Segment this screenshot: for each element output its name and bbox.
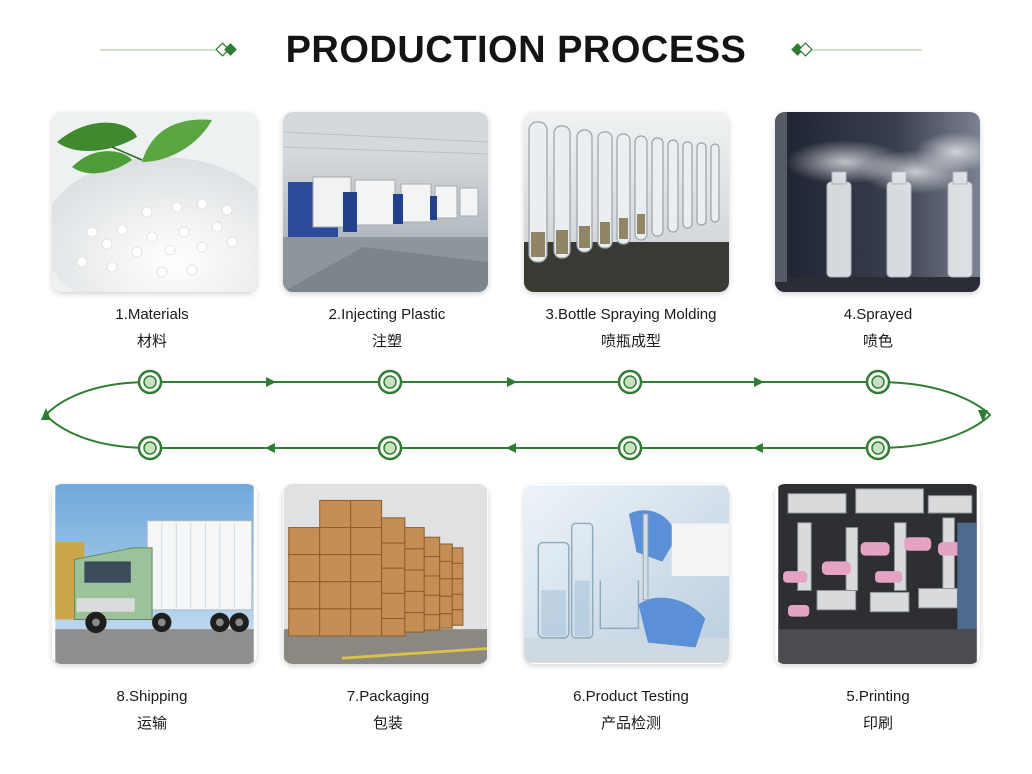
- step-3-name: 3.Bottle Spraying Molding: [545, 306, 717, 323]
- step-6-name: 6.Product Testing: [573, 688, 689, 705]
- step-8-node: [137, 435, 163, 461]
- header: PRODUCTION PROCESS: [0, 24, 1032, 76]
- injecting-plastic-photo: [283, 112, 488, 292]
- step-8-chinese-name: 运输: [136, 714, 167, 732]
- step-4-name: 4.Sprayed: [843, 306, 913, 323]
- step-1-node: [137, 369, 163, 395]
- right-diamond-ornament: [791, 42, 922, 57]
- step-7-chinese-name: 包装: [372, 714, 403, 732]
- process-flow-loop: [41, 369, 992, 461]
- step-6-chinese-name: 产品检测: [600, 714, 661, 732]
- arrow-up-icon: [41, 408, 51, 420]
- printing-photo: [775, 484, 980, 664]
- step-6-label: 6.Product Testing 产品检测: [501, 684, 761, 736]
- step-2-chinese-name: 注塑: [371, 332, 402, 350]
- bottle-molding-photo: [524, 112, 729, 292]
- shipping-photo: [52, 484, 257, 664]
- step-7-label: 7.Packaging 包装: [258, 684, 518, 736]
- step-1-label: 1.Materials 材料: [22, 302, 282, 354]
- sprayed-photo: [775, 112, 980, 292]
- cardboard-boxes-image: [283, 484, 488, 664]
- truck-image: [55, 484, 254, 664]
- flow-track: [44, 381, 992, 449]
- packaging-photo: [283, 484, 488, 664]
- step-6-node: [617, 435, 643, 461]
- step-7-name: 7.Packaging: [346, 688, 430, 705]
- step-5-chinese-name: 印刷: [862, 714, 893, 732]
- page-title: PRODUCTION PROCESS: [285, 29, 747, 71]
- step-5-node: [865, 435, 891, 461]
- printing-machine-image: [778, 484, 977, 664]
- arrow-down-icon: [978, 410, 988, 422]
- glass-bottles-image: [524, 112, 729, 292]
- step-8-label: 8.Shipping 运输: [22, 684, 282, 736]
- step-4-label: 4.Sprayed 喷色: [748, 302, 1008, 354]
- plastic-pellets-image: [52, 112, 257, 292]
- arrow-right-icon: [507, 377, 517, 387]
- step-2-name: 2.Injecting Plastic: [328, 306, 446, 323]
- injection-machines-image: [283, 112, 488, 292]
- step-4-chinese-name: 喷色: [862, 332, 893, 350]
- arrow-right-icon: [754, 377, 764, 387]
- step-3-chinese-name: 喷瓶成型: [600, 332, 661, 350]
- step-4-node: [865, 369, 891, 395]
- step-5-name: 5.Printing: [846, 688, 910, 705]
- step-5-label: 5.Printing 印刷: [748, 684, 1008, 736]
- arrow-left-icon: [753, 443, 763, 453]
- arrow-right-icon: [266, 377, 276, 387]
- step-8-name: 8.Shipping: [116, 688, 188, 705]
- step-2-label: 2.Injecting Plastic 注塑: [257, 302, 517, 354]
- materials-photo: [52, 112, 257, 292]
- arrow-left-icon: [506, 443, 516, 453]
- step-1-chinese-name: 材料: [136, 332, 167, 350]
- step-3-node: [617, 369, 643, 395]
- lab-testing-image: [524, 485, 729, 663]
- arrow-left-icon: [265, 443, 275, 453]
- step-7-node: [377, 435, 403, 461]
- product-testing-photo: [524, 484, 729, 664]
- spray-bottles-image: [775, 112, 980, 292]
- step-2-node: [377, 369, 403, 395]
- left-diamond-ornament: [100, 42, 237, 57]
- step-3-label: 3.Bottle Spraying Molding 喷瓶成型: [501, 302, 761, 354]
- step-1-name: 1.Materials: [115, 306, 189, 323]
